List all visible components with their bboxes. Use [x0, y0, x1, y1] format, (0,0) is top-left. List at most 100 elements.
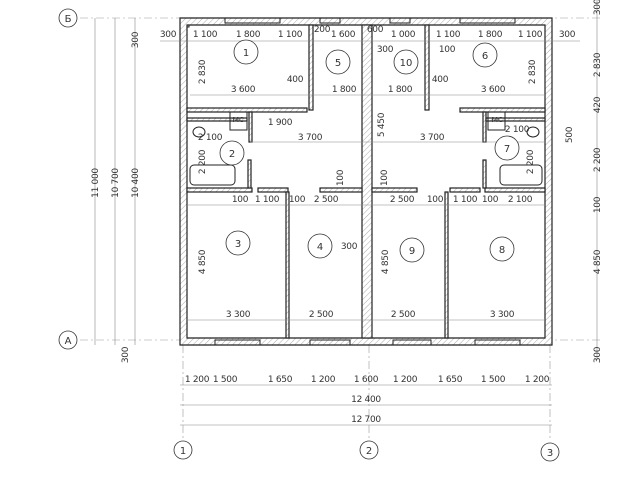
dimension-text: 10 700 — [111, 168, 121, 198]
dimension-text: 12 700 — [351, 415, 381, 425]
dimension-text: 1 200 — [185, 375, 210, 385]
dimension-text: 1 100 — [518, 30, 543, 40]
dimension-text: 300 — [593, 0, 603, 15]
dimension-text: 1 100 — [436, 30, 461, 40]
dimension-text: 300 — [160, 30, 177, 40]
dimension-text: 3 600 — [231, 85, 256, 95]
room-number: 9 — [409, 246, 415, 257]
room-number-marker — [307, 233, 333, 259]
bathroom-fixtures — [189, 111, 543, 186]
dimension-text: 1 600 — [331, 30, 356, 40]
axis-label: 2 — [366, 446, 372, 457]
dimension-text: 1 650 — [268, 375, 293, 385]
dimension-text: 100 — [380, 169, 390, 186]
dimension-text: 3 300 — [490, 310, 515, 320]
dimension-text: 1 500 — [481, 375, 506, 385]
dimension-text: 4 850 — [381, 249, 391, 274]
axis-label: А — [65, 336, 72, 347]
dimension-text: 2 830 — [198, 59, 208, 84]
dimension-text: 600 — [367, 25, 384, 35]
room-number-marker — [325, 49, 351, 75]
dimension-text: 1 800 — [478, 30, 503, 40]
dimension-text: 2 500 — [391, 310, 416, 320]
room-number: 6 — [482, 51, 488, 62]
dimension-text: 100 — [482, 195, 499, 205]
dimension-text: 2 200 — [593, 147, 603, 172]
dimension-text: 100 — [232, 195, 249, 205]
fixture-label: мс — [491, 115, 502, 125]
dimension-text: 300 — [559, 30, 576, 40]
dimension-text: 3 700 — [298, 133, 323, 143]
dimension-text: 2 830 — [528, 59, 538, 84]
room-number-marker — [489, 236, 515, 262]
dimension-text: 12 400 — [351, 395, 381, 405]
dimension-text: 3 700 — [420, 133, 445, 143]
room-number-marker — [393, 49, 419, 75]
room-number: 7 — [504, 144, 510, 155]
dimension-text: 100 — [439, 45, 456, 55]
dimension-text: 1 800 — [332, 85, 357, 95]
dimension-text: 1 100 — [255, 195, 280, 205]
dimension-text: 1 500 — [213, 375, 238, 385]
dimension-text: 300 — [593, 346, 603, 363]
dimension-text: 3 600 — [481, 85, 506, 95]
room-number: 10 — [400, 58, 413, 69]
dimension-text: 1 800 — [236, 30, 261, 40]
dimension-text: 1 100 — [453, 195, 478, 205]
dimension-text: 5 450 — [377, 112, 387, 137]
room-number-marker — [399, 237, 425, 263]
dimension-text: 1 200 — [393, 375, 418, 385]
room-number-marker — [233, 39, 259, 65]
walls — [179, 17, 553, 346]
dimension-text: 2 500 — [309, 310, 334, 320]
axis-marker — [58, 8, 78, 28]
room-number-marker — [472, 42, 498, 68]
dimension-text: 2 830 — [593, 52, 603, 77]
dimension-text: 1 100 — [193, 30, 218, 40]
dimension-text: 420 — [593, 96, 603, 113]
dimension-text: 2 100 — [198, 133, 223, 143]
dimension-text: 1 900 — [268, 118, 293, 128]
dimension-text: 300 — [341, 242, 358, 252]
dimension-text: 100 — [336, 169, 346, 186]
dimension-text: 400 — [432, 75, 449, 85]
axis-label: Б — [65, 14, 72, 25]
room-number: 5 — [335, 58, 341, 69]
axis-label: 1 — [180, 446, 186, 457]
dimension-text: 1 200 — [311, 375, 336, 385]
dimension-text: 2 200 — [526, 149, 536, 174]
dimension-text: 100 — [427, 195, 444, 205]
dimension-text: 1 650 — [438, 375, 463, 385]
axis-marker — [540, 442, 560, 462]
dimension-text: 11 000 — [91, 168, 101, 198]
dimension-text: 500 — [565, 126, 575, 143]
room-number: 1 — [243, 48, 249, 59]
room-number-marker — [494, 135, 520, 161]
dimension-lines — [94, 0, 598, 426]
axis-marker — [58, 330, 78, 350]
dimension-text: 400 — [287, 75, 304, 85]
dimension-text: 4 850 — [593, 249, 603, 274]
room-number: 4 — [317, 242, 323, 253]
dimension-text: 1 200 — [525, 375, 550, 385]
room-number-marker — [225, 230, 251, 256]
dimension-text: 1 800 — [388, 85, 413, 95]
dimension-text: 2 200 — [198, 149, 208, 174]
windows — [214, 17, 521, 346]
dimension-text: 100 — [593, 196, 603, 213]
room-number-marker — [219, 140, 245, 166]
axis-grid — [80, 17, 600, 440]
dimension-text: 1 000 — [391, 30, 416, 40]
dimension-text: 10 400 — [131, 168, 141, 198]
dimension-text: 300 — [121, 346, 131, 363]
dimension-text: 300 — [377, 45, 394, 55]
dimension-text: 2 100 — [508, 195, 533, 205]
dimension-text: 4 850 — [198, 249, 208, 274]
dimension-text: 100 — [289, 195, 306, 205]
dimension-text: 200 — [314, 25, 331, 35]
dimension-text: 1 600 — [354, 375, 379, 385]
room-number: 2 — [229, 149, 235, 160]
axis-marker — [173, 440, 193, 460]
dimension-text: 2 500 — [314, 195, 339, 205]
